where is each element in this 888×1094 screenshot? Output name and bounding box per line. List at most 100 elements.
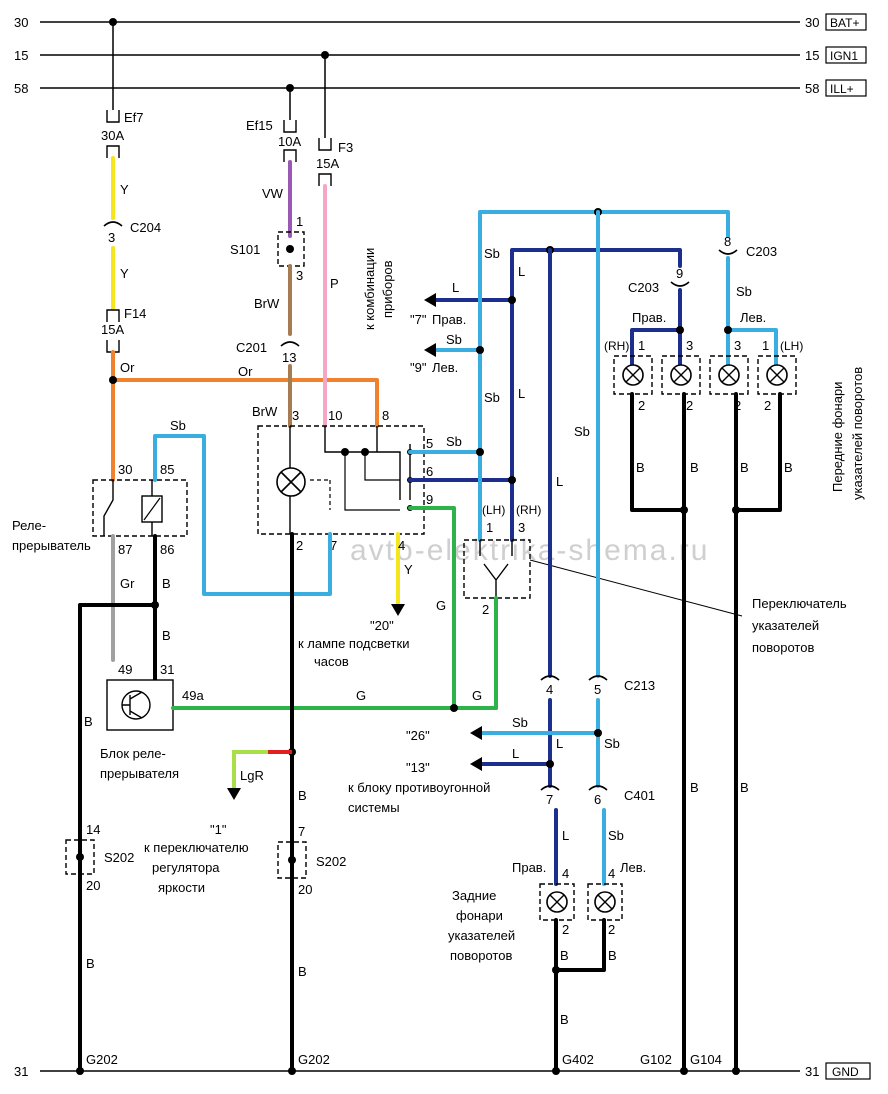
splice-s202-left: 14 20 S202	[65, 822, 134, 893]
svg-text:30: 30	[14, 15, 28, 30]
svg-text:8: 8	[382, 408, 389, 423]
svg-text:Or: Or	[238, 364, 253, 379]
ground-points: G202 G202 G402 G102 G104	[76, 1052, 740, 1075]
svg-text:5: 5	[594, 682, 601, 697]
svg-text:к переключателю: к переключателю	[144, 840, 249, 855]
svg-text:B: B	[84, 714, 93, 729]
svg-text:S202: S202	[316, 854, 346, 869]
svg-text:"20": "20"	[370, 618, 394, 633]
svg-text:B: B	[690, 780, 699, 795]
svg-text:Лев.: Лев.	[620, 860, 646, 875]
svg-text:L: L	[512, 746, 519, 761]
svg-text:к комбинации: к комбинации	[362, 248, 377, 330]
svg-text:13: 13	[282, 350, 296, 365]
svg-text:(RH): (RH)	[516, 503, 541, 517]
svg-text:6: 6	[594, 792, 601, 807]
rail-58: 58 58 ILL+	[14, 79, 867, 97]
svg-text:1: 1	[762, 338, 769, 353]
svg-text:15: 15	[14, 48, 28, 63]
wire-b-left-ground	[78, 603, 157, 1073]
svg-text:(LH): (LH)	[780, 339, 803, 353]
svg-text:Лев.: Лев.	[432, 360, 458, 375]
svg-text:L: L	[452, 280, 459, 295]
svg-text:1: 1	[638, 338, 645, 353]
svg-text:9: 9	[426, 492, 433, 507]
wire-sb-relay	[153, 434, 332, 596]
svg-text:10: 10	[328, 408, 342, 423]
svg-text:C203: C203	[628, 280, 659, 295]
svg-text:Y: Y	[120, 182, 129, 197]
svg-text:Задние: Задние	[452, 888, 496, 903]
svg-text:"13": "13"	[406, 760, 430, 775]
svg-text:S202: S202	[104, 850, 134, 865]
svg-text:15A: 15A	[101, 322, 124, 337]
svg-text:30: 30	[118, 462, 132, 477]
svg-text:Sb: Sb	[446, 332, 462, 347]
svg-text:F3: F3	[338, 140, 353, 155]
svg-text:B: B	[162, 576, 171, 591]
connector-c201: 13 C201	[236, 340, 300, 365]
svg-text:31: 31	[14, 1064, 28, 1079]
svg-text:(RH): (RH)	[604, 339, 629, 353]
svg-text:4: 4	[608, 866, 615, 881]
svg-text:C401: C401	[624, 788, 655, 803]
svg-text:49: 49	[118, 662, 132, 677]
svg-text:G: G	[436, 598, 446, 613]
connector-c203-8: 8 C203	[718, 234, 777, 259]
flasher-unit: 49 31 49a	[106, 662, 204, 731]
svg-text:Sb: Sb	[574, 424, 590, 439]
svg-text:6: 6	[426, 464, 433, 479]
svg-text:3: 3	[518, 520, 525, 535]
svg-text:B: B	[608, 948, 617, 963]
svg-text:указателей: указателей	[448, 928, 515, 943]
svg-text:"26": "26"	[406, 728, 430, 743]
svg-text:G: G	[472, 688, 482, 703]
connector-c401: 7 6 C401	[540, 785, 655, 807]
svg-text:Sb: Sb	[446, 434, 462, 449]
svg-text:7: 7	[546, 792, 553, 807]
wire-lgr-green	[232, 750, 268, 790]
svg-text:4: 4	[546, 682, 553, 697]
svg-text:B: B	[740, 780, 749, 795]
svg-text:2: 2	[608, 922, 615, 937]
svg-text:C213: C213	[624, 678, 655, 693]
svg-text:Sb: Sb	[170, 418, 186, 433]
svg-text:58: 58	[14, 81, 28, 96]
svg-text:15: 15	[805, 48, 819, 63]
svg-text:GND: GND	[832, 1065, 859, 1079]
arrow-clock	[391, 604, 405, 616]
connector-c203-9: 9 C203	[628, 266, 690, 295]
svg-text:Прав.: Прав.	[432, 312, 466, 327]
svg-text:2: 2	[638, 398, 645, 413]
svg-text:BrW: BrW	[254, 296, 280, 311]
svg-text:B: B	[784, 460, 793, 475]
rail-15: 15 15 IGN1	[14, 46, 867, 64]
svg-text:3: 3	[108, 230, 115, 245]
svg-text:5: 5	[426, 436, 433, 451]
svg-text:Sb: Sb	[484, 390, 500, 405]
svg-text:B: B	[740, 460, 749, 475]
wire-b-front-right	[630, 392, 686, 512]
svg-text:7: 7	[330, 538, 337, 553]
svg-text:7: 7	[298, 824, 305, 839]
svg-text:фонари: фонари	[456, 908, 503, 923]
svg-text:Sb: Sb	[512, 715, 528, 730]
svg-text:B: B	[298, 788, 307, 803]
svg-text:G202: G202	[86, 1052, 118, 1067]
svg-text:B: B	[690, 460, 699, 475]
svg-text:Y: Y	[404, 562, 413, 577]
svg-text:к лампе подсветки: к лампе подсветки	[298, 636, 409, 651]
svg-text:2: 2	[482, 602, 489, 617]
turn-signal-switch: (LH) (RH) 1 3 2	[463, 503, 541, 617]
svg-text:B: B	[86, 956, 95, 971]
svg-text:L: L	[556, 736, 563, 751]
svg-text:8: 8	[724, 234, 731, 249]
svg-text:указателей: указателей	[752, 618, 819, 633]
svg-text:Лев.: Лев.	[740, 310, 766, 325]
svg-text:3: 3	[296, 268, 303, 283]
svg-text:S101: S101	[230, 242, 260, 257]
svg-text:Передние фонари: Передние фонари	[830, 382, 845, 492]
wire-or-horizontal	[111, 378, 379, 428]
connector-c213: 4 5 C213	[540, 675, 655, 697]
